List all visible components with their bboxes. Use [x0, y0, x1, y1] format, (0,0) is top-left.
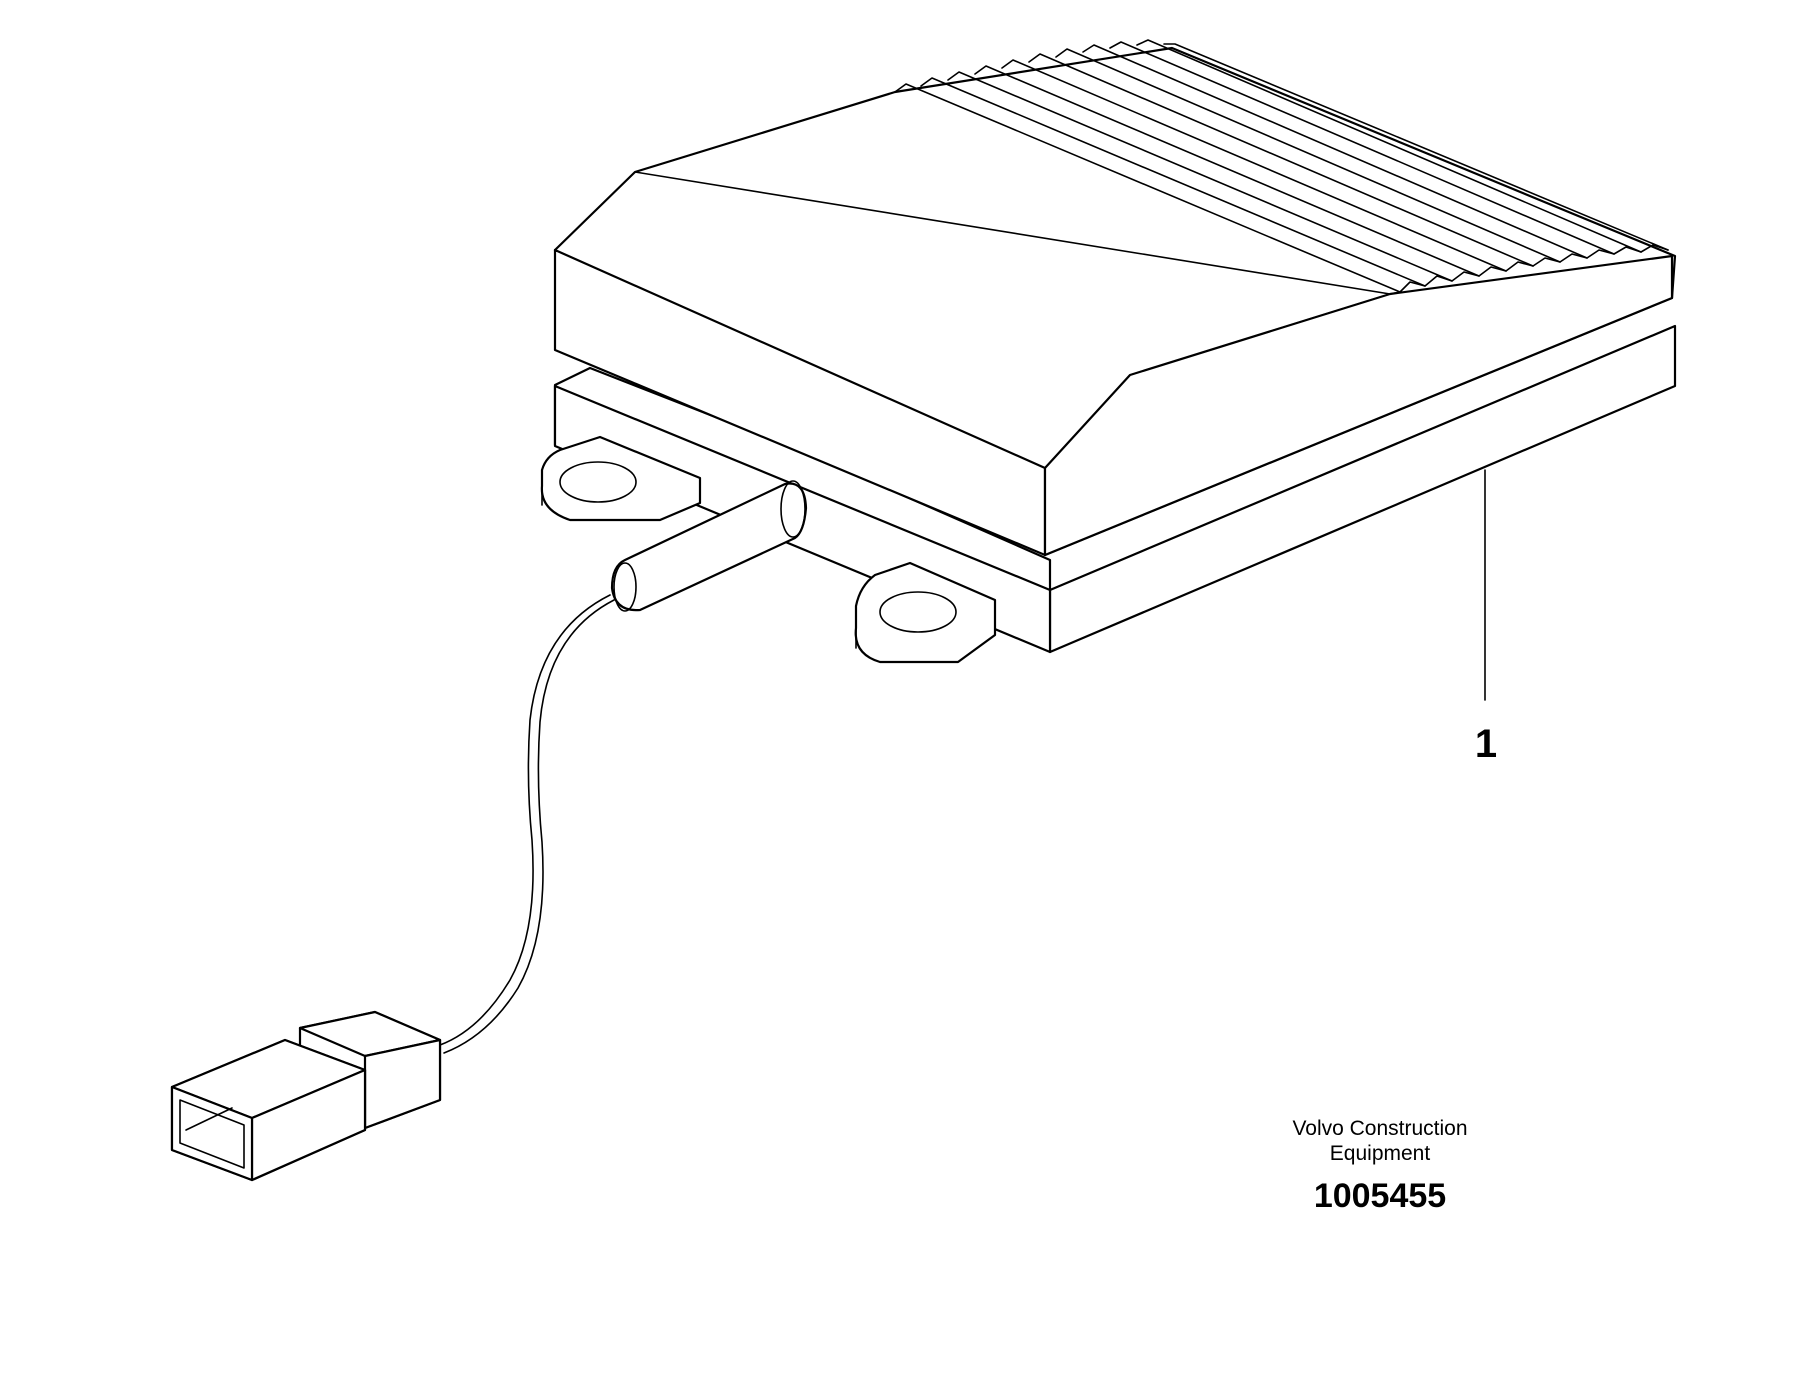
manufacturer-name: Volvo Construction Equipment	[1240, 1116, 1520, 1166]
upper-housing	[553, 39, 1677, 557]
cooling-fins	[894, 39, 1669, 295]
manufacturer-line-1: Volvo Construction	[1292, 1117, 1468, 1140]
cable	[439, 594, 615, 1054]
manufacturer-line-2: Equipment	[1329, 1142, 1431, 1165]
callout-number: 1	[1474, 722, 1498, 766]
mounting-tab-left	[540, 435, 702, 522]
cable-gland	[610, 480, 808, 612]
illustration-number: 1005455	[1313, 1177, 1447, 1215]
connector-plug	[170, 1010, 442, 1182]
mounting-tab-right	[854, 561, 997, 664]
